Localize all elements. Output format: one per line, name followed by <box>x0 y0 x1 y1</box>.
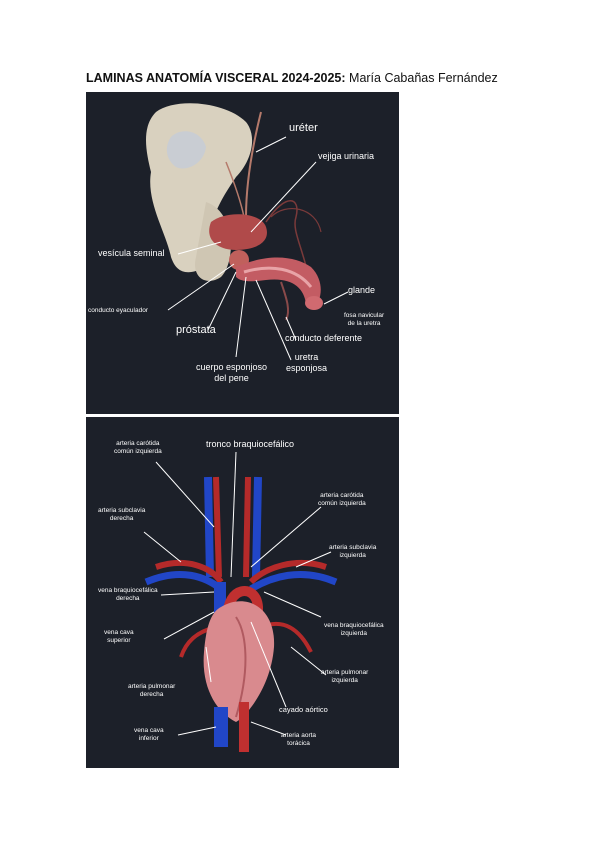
label-ap-izq: arteria pulmonar izquierda <box>321 669 368 685</box>
label-vcs: vena cava superior <box>104 629 134 645</box>
page-title: LAMINAS ANATOMÍA VISCERAL 2024-2025: Mar… <box>86 71 498 85</box>
label-vci-1: vena cava <box>134 727 164 734</box>
label-uretra-1: uretra <box>294 352 319 362</box>
label-ap-izq-2: izquierda <box>331 677 358 684</box>
label-vci-2: inferior <box>138 735 159 742</box>
label-acc-izq-1: arteria carótida <box>116 440 160 447</box>
label-prostata: próstata <box>176 324 216 336</box>
author-name: María Cabañas Fernández <box>349 71 498 85</box>
label-cuerpo-1: cuerpo esponjoso <box>196 362 268 372</box>
label-acc-der-2: común izquierda <box>318 500 366 507</box>
label-tronco: tronco braquiocefálico <box>206 439 295 449</box>
label-vejiga: vejiga urinaria <box>318 151 375 161</box>
title-bold: LAMINAS ANATOMÍA VISCERAL 2024-2025: <box>86 71 346 85</box>
label-fosa: fosa navicular de la uretra <box>344 312 384 328</box>
label-acc-der-1: arteria carótida <box>320 492 364 499</box>
label-subclavia-izq: arteria subclavia izquierda <box>329 544 376 560</box>
label-vcs-1: vena cava <box>104 629 134 636</box>
label-cayado: cayado aórtico <box>279 705 328 714</box>
label-aorta-2: torácica <box>287 740 310 747</box>
label-vbc-izq: vena braquiocefálica izquierda <box>324 622 384 638</box>
label-vbc-izq-2: izquierda <box>340 630 367 637</box>
label-glande: glande <box>348 285 376 295</box>
label-uretra-2: esponjosa <box>286 363 328 373</box>
label-ap-der: arteria pulmonar derecha <box>128 683 175 699</box>
label-aorta-1: arteria aorta <box>281 732 317 739</box>
label-subclavia-der: arteria subclavia derecha <box>98 507 145 523</box>
label-subc-der-1: arteria subclavia <box>98 507 146 514</box>
label-vbc-der-2: derecha <box>116 595 140 602</box>
label-acc-izq: arteria carótida común izquierda <box>114 440 162 456</box>
label-ap-der-2: derecha <box>139 691 164 698</box>
heart-illustration <box>143 451 338 752</box>
label-vesicula: vesícula seminal <box>98 248 165 258</box>
label-ap-izq-1: arteria pulmonar <box>321 669 369 676</box>
label-fosa-1: fosa navicular <box>344 312 385 319</box>
label-acc-der: arteria carótida común izquierda <box>318 492 366 508</box>
label-vcs-2: superior <box>107 637 131 644</box>
label-subc-der-2: derecha <box>109 515 134 522</box>
label-ap-der-1: arteria pulmonar <box>128 683 176 690</box>
label-acc-izq-2: común izquierda <box>114 448 162 455</box>
label-uretra: uretra esponjosa <box>286 352 327 374</box>
label-fosa-2: de la uretra <box>347 320 381 327</box>
label-conducto-deferente: conducto deferente <box>285 333 363 343</box>
pelvis-illustration <box>146 103 349 361</box>
label-cuerpo-esponjoso: cuerpo esponjoso del pene <box>196 362 267 384</box>
label-aorta: arteria aorta torácica <box>281 732 316 748</box>
label-conducto-eyaculador: conducto eyaculador <box>88 307 148 314</box>
label-cuerpo-2: del pene <box>214 373 249 383</box>
label-vbc-izq-1: vena braquiocefálica <box>324 622 384 629</box>
label-vbc-der-1: vena braquiocefálica <box>98 587 158 594</box>
label-subc-izq-2: izquierda <box>339 552 366 559</box>
figure-pelvis: uréter vejiga urinaria vesícula seminal … <box>86 92 399 414</box>
label-ureter: uréter <box>289 122 318 134</box>
label-subc-izq-1: arteria subclavia <box>329 544 377 551</box>
label-vbc-der: vena braquiocefálica derecha <box>98 587 158 603</box>
figure-heart: tronco braquiocefálico arteria carótida … <box>86 417 399 768</box>
label-vci: vena cava inferior <box>134 727 164 743</box>
